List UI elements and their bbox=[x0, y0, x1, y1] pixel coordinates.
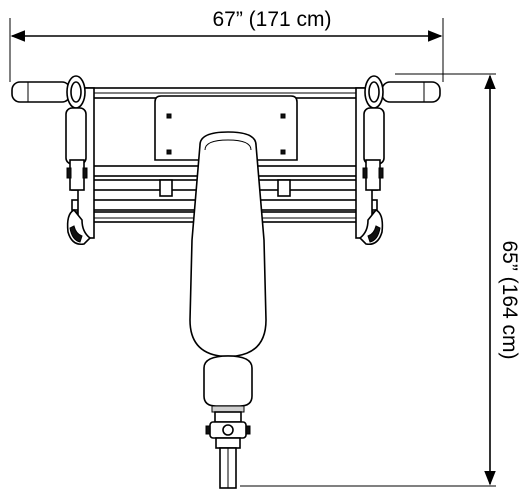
width-dimension: 67” (171 cm) bbox=[9, 8, 444, 82]
seat-pad bbox=[203, 355, 253, 413]
left-grip bbox=[11, 81, 71, 103]
right-handle-assembly bbox=[358, 75, 441, 246]
width-label: 67” (171 cm) bbox=[212, 8, 331, 31]
rear-support bbox=[205, 411, 251, 489]
mounting-plate bbox=[154, 95, 298, 161]
left-handle-assembly bbox=[11, 75, 92, 246]
height-dimension: 65” (164 cm) bbox=[240, 73, 521, 487]
height-label: 65” (164 cm) bbox=[498, 240, 521, 359]
backrest-pad bbox=[189, 131, 267, 357]
right-grip bbox=[381, 81, 441, 103]
